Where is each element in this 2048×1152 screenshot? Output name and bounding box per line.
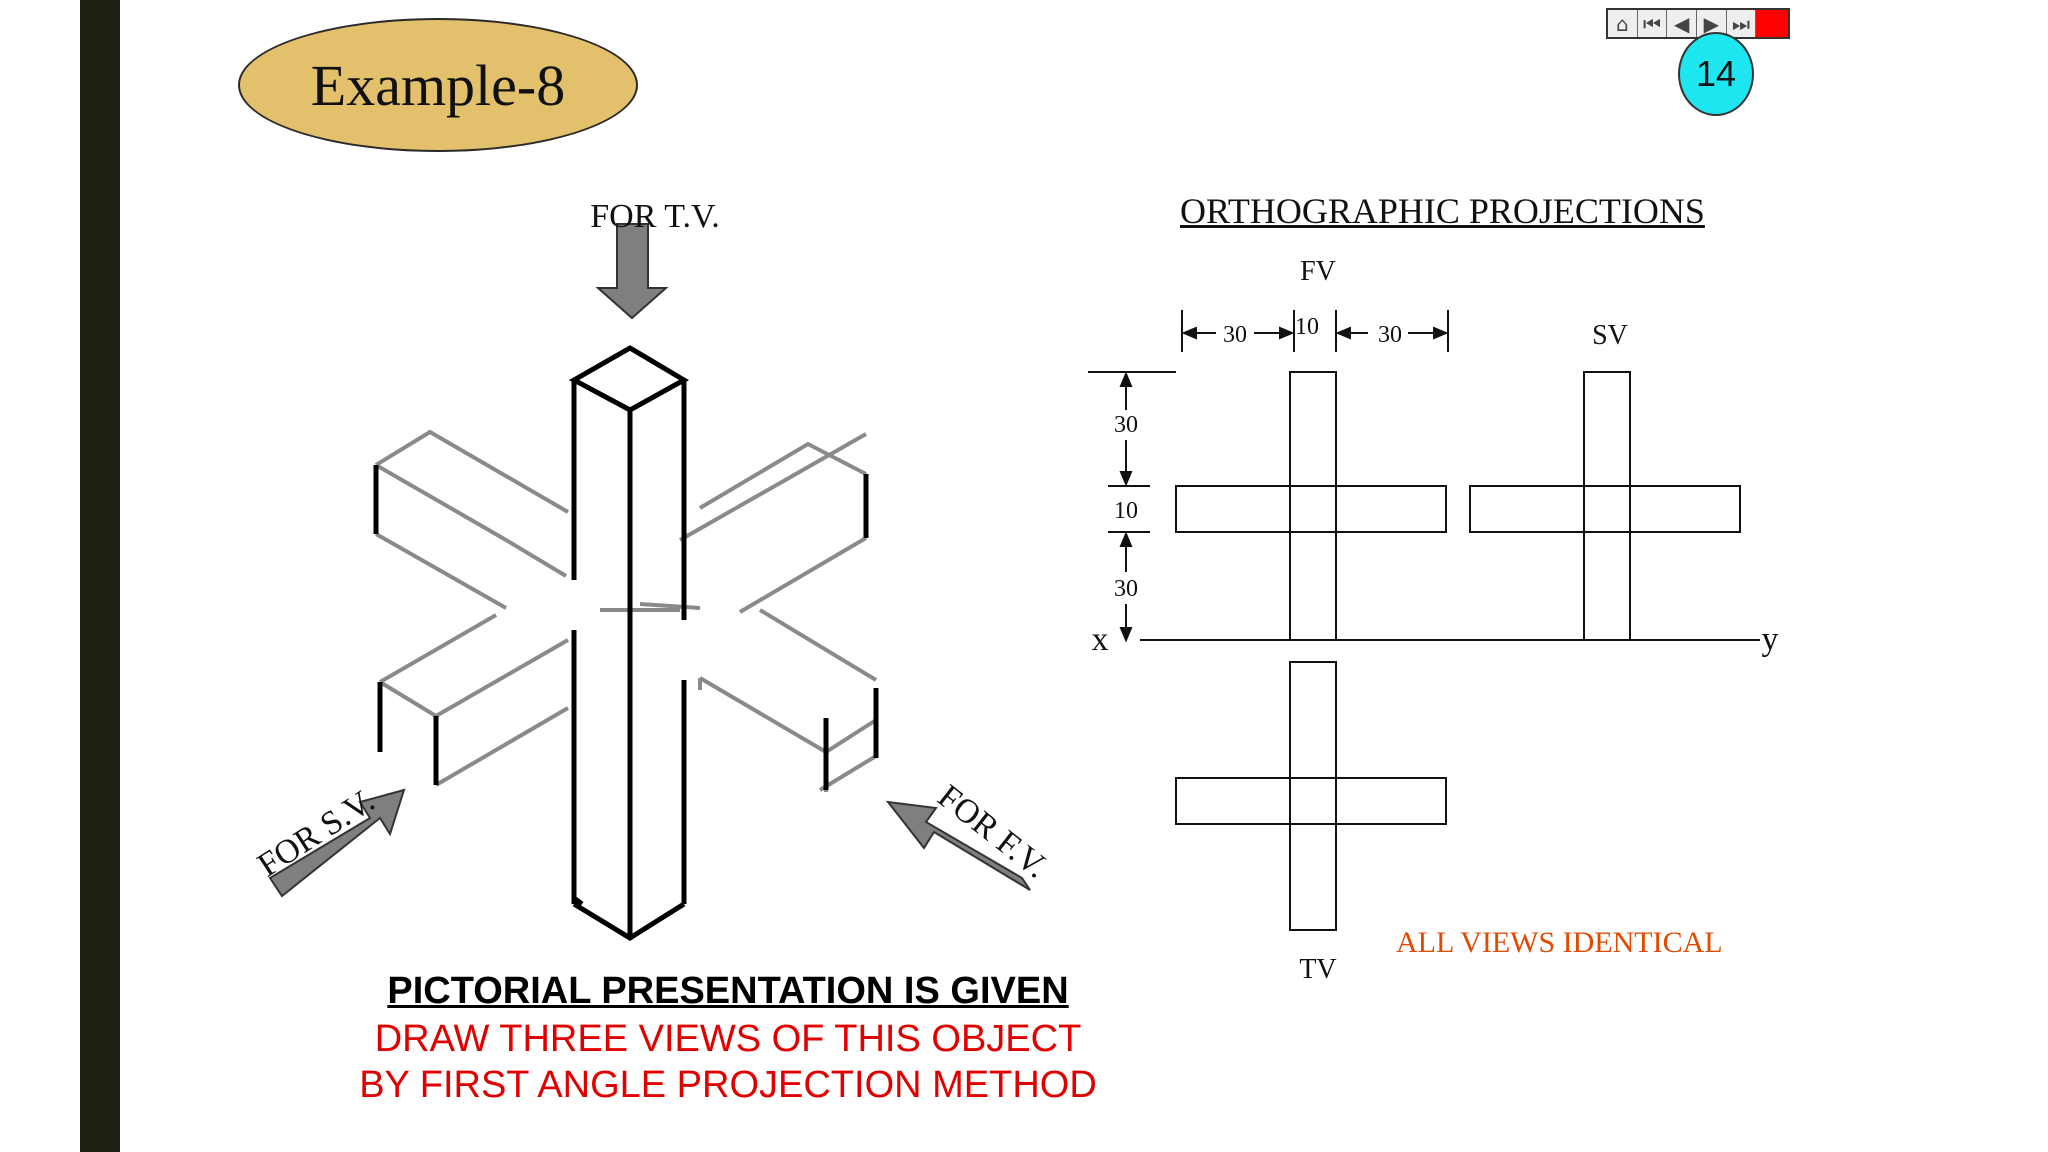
previous-slide-icon[interactable]: ◀ [1667, 10, 1698, 37]
tv-arrow-label: FOR T.V. [590, 198, 719, 235]
arms-group [374, 429, 878, 792]
home-icon[interactable]: ⌂ [1608, 10, 1638, 37]
arm-end-edges [373, 465, 879, 790]
left-accent-bar [80, 0, 120, 1152]
end-show-icon[interactable] [1756, 10, 1788, 37]
first-slide-icon[interactable]: ⏮ [1638, 10, 1668, 37]
tv-label: TV [1299, 954, 1336, 985]
horizontal-dimensions [1181, 310, 1449, 352]
fv-arrow [885, 800, 1031, 891]
side-view [1469, 371, 1741, 641]
dim-v-bottom: 30 [1114, 576, 1138, 602]
dim-v-top: 30 [1114, 412, 1138, 438]
dim-v-mid: 10 [1114, 498, 1138, 524]
vertical-prism [568, 345, 690, 941]
sv-arrow [268, 788, 406, 898]
slide-navigation-bar: ⌂ ⏮ ◀ ▶ ⏭ [1606, 8, 1790, 39]
dim-h-mid: 10 [1295, 314, 1319, 340]
orthographic-heading: ORTHOGRAPHIC PROJECTIONS [1180, 191, 1705, 231]
front-view [1175, 371, 1447, 641]
x-label: x [1092, 621, 1109, 658]
fv-label: FV [1300, 256, 1336, 287]
caption-instruction-2: BY FIRST ANGLE PROJECTION METHOD [359, 1064, 1097, 1106]
last-slide-icon[interactable]: ⏭ [1727, 10, 1757, 37]
caption-instruction-1: DRAW THREE VIEWS OF THIS OBJECT [374, 1018, 1082, 1060]
caption-heading: PICTORIAL PRESENTATION IS GIVEN [387, 970, 1069, 1012]
vertical-dimensions [1088, 371, 1176, 643]
dim-h-left: 30 [1223, 322, 1247, 348]
y-label: y [1762, 621, 1779, 658]
page-number: 14 [1678, 32, 1754, 116]
top-view [1175, 661, 1447, 931]
tv-arrow [595, 223, 669, 320]
dim-h-right: 30 [1378, 322, 1402, 348]
next-slide-icon[interactable]: ▶ [1697, 10, 1727, 37]
views-note: ALL VIEWS IDENTICAL [1396, 926, 1723, 959]
slide-title: Example-8 [238, 18, 638, 152]
sv-label: SV [1592, 320, 1628, 351]
